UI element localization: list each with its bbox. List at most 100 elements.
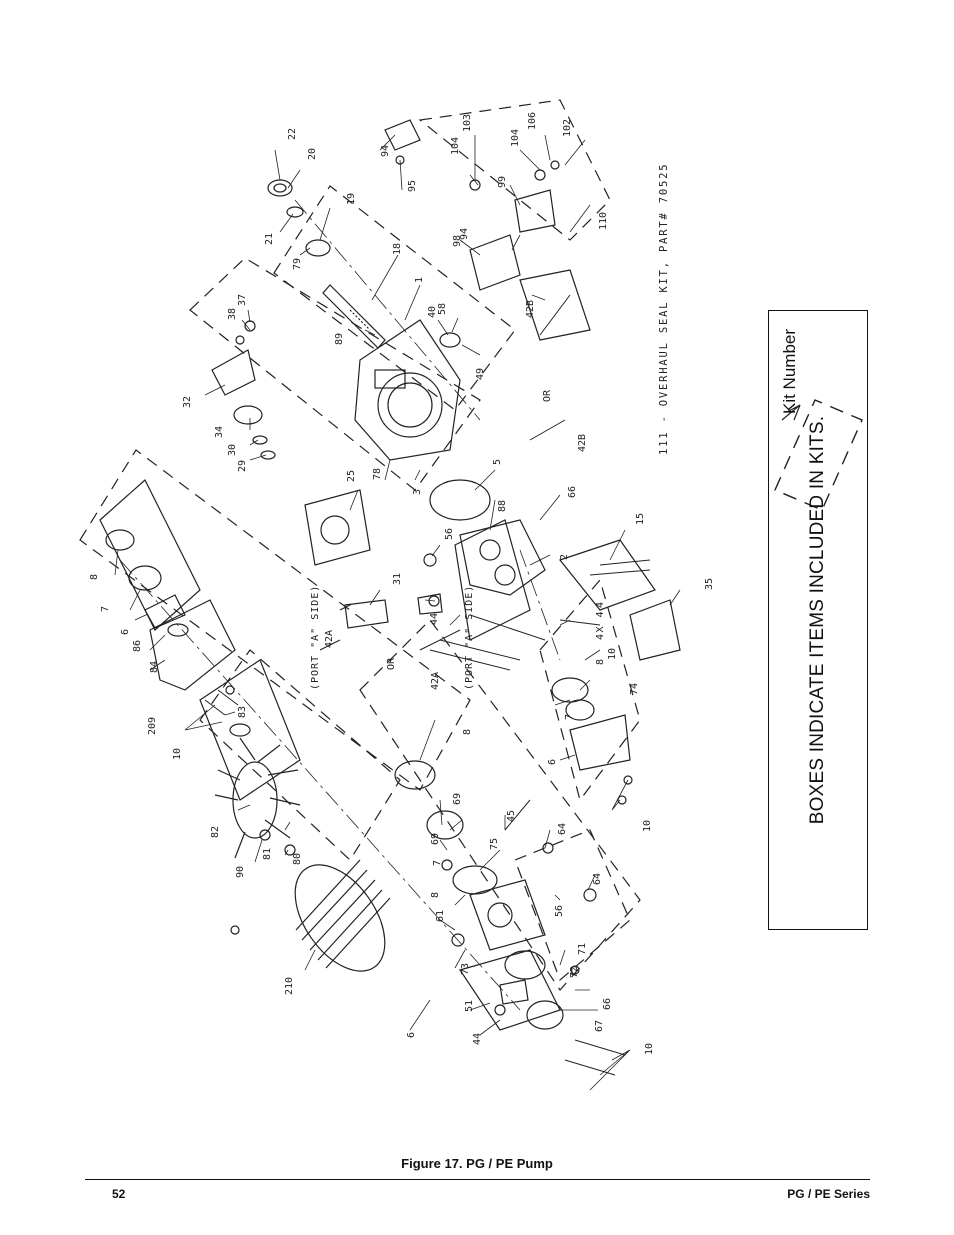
- callout: 69: [430, 833, 441, 845]
- callout: 20: [307, 148, 318, 160]
- footer-rule: [85, 1179, 870, 1180]
- figure-caption: Figure 17. PG / PE Pump: [401, 1156, 553, 1171]
- pump-housing: [354, 319, 461, 461]
- callout: 209: [147, 717, 158, 735]
- callout: 66: [567, 486, 578, 498]
- callout: 95: [407, 180, 418, 192]
- callout: 56: [554, 905, 565, 917]
- callout: 4: [595, 602, 606, 608]
- callout: 22: [287, 128, 298, 140]
- kit-number-label: Kit Number: [780, 328, 799, 414]
- callout: 94: [459, 228, 470, 240]
- callout: 66: [602, 998, 613, 1010]
- or-label-lower: OR: [386, 657, 397, 670]
- callout: 3: [412, 489, 423, 495]
- callout: 6: [547, 759, 558, 765]
- callout: 35: [704, 578, 715, 590]
- assembly-centerlines: [119, 199, 561, 1011]
- callout: 80: [292, 853, 303, 865]
- callout: 104: [510, 129, 521, 147]
- bearings-and-seals: [167, 179, 461, 737]
- callout: 99: [497, 176, 508, 188]
- callout: 5: [492, 459, 503, 465]
- callout: 79: [292, 258, 303, 270]
- callout: 64: [557, 823, 568, 835]
- callout: 7: [564, 714, 575, 720]
- kit-box-solid-outlines: [99, 269, 656, 1031]
- callout: 69: [452, 793, 463, 805]
- callout: 106: [527, 112, 538, 130]
- kit-box-outlines: [79, 99, 641, 991]
- callout: 61: [435, 910, 446, 922]
- callout: 8: [462, 729, 473, 735]
- callout: 32: [182, 396, 193, 408]
- callout: 49: [475, 368, 486, 380]
- callout: 10: [642, 820, 653, 832]
- callout: 25: [346, 470, 357, 482]
- callout: 29: [237, 460, 248, 472]
- callout: 19: [346, 193, 357, 205]
- legend-title: BOXES INDICATE ITEMS INCLUDED IN KITS.: [807, 415, 828, 825]
- callout: 89: [334, 333, 345, 345]
- callout: 8: [89, 574, 100, 580]
- callout: 51: [464, 1000, 475, 1012]
- leader-lines: [114, 134, 681, 1091]
- callout: 75: [489, 838, 500, 850]
- relief-valve-spools: [319, 294, 651, 831]
- callout: 2: [559, 554, 570, 560]
- callout: 84: [149, 661, 160, 673]
- end-caps: [128, 565, 631, 1030]
- or-label-upper: OR: [542, 389, 553, 402]
- callout: 81: [262, 848, 273, 860]
- callout: 73: [460, 963, 471, 975]
- kit-note: 111 - OVERHAUL SEAL KIT, PART# 70525: [658, 163, 670, 455]
- callout: 67: [594, 1020, 605, 1032]
- valve-body: [417, 519, 546, 615]
- fan-cover: [294, 859, 391, 972]
- callout: 6: [120, 629, 131, 635]
- bolt-quantity-label: 4X 4: [595, 610, 606, 640]
- kit-legend-box: BOXES INDICATE ITEMS INCLUDED IN KITS.: [768, 310, 868, 930]
- callout: 64: [592, 873, 603, 885]
- port-a-label-upper: (PORT "A" SIDE): [310, 585, 321, 690]
- drive-shaft: [322, 284, 386, 349]
- page-number: 52: [112, 1187, 126, 1201]
- callout: 74: [629, 683, 640, 695]
- callout: 98: [452, 235, 463, 247]
- callout: 6: [406, 1032, 417, 1038]
- callout: 210: [284, 977, 295, 995]
- callout: 102: [562, 119, 573, 137]
- callout: 104: [450, 137, 461, 155]
- cooling-fan: [214, 737, 301, 859]
- callout: 38: [227, 308, 238, 320]
- callout: 88: [497, 500, 508, 512]
- callout: 44: [472, 1033, 483, 1045]
- callout: 1: [414, 277, 425, 283]
- callout: 56: [444, 528, 455, 540]
- callout: 40: [427, 306, 438, 318]
- callout: 71: [577, 943, 588, 955]
- callout: 44: [429, 613, 440, 625]
- callout: 7: [100, 606, 111, 612]
- callout: 94: [380, 145, 391, 157]
- callout: 110: [598, 212, 609, 230]
- callout: 83: [237, 706, 248, 718]
- bolts: [204, 614, 626, 1076]
- callout: 90: [235, 866, 246, 878]
- brackets: [149, 119, 681, 691]
- callout: 7: [432, 860, 443, 866]
- callout: 30: [227, 444, 238, 456]
- callout: 34: [214, 426, 225, 438]
- callout: 42A: [430, 672, 441, 690]
- diagram-notes: 111 - OVERHAUL SEAL KIT, PART# 70525 (PO…: [310, 163, 670, 690]
- motor-section-housing: [469, 879, 546, 1005]
- legend-arrow: [781, 404, 801, 421]
- legend-kit-box: [774, 399, 863, 511]
- callout: 78: [372, 468, 383, 480]
- callout: 18: [392, 243, 403, 255]
- callout: 72: [569, 966, 580, 978]
- callout: 8: [430, 892, 441, 898]
- callout: 10: [172, 748, 183, 760]
- kit-number-label-area: Kit Number: [768, 310, 868, 450]
